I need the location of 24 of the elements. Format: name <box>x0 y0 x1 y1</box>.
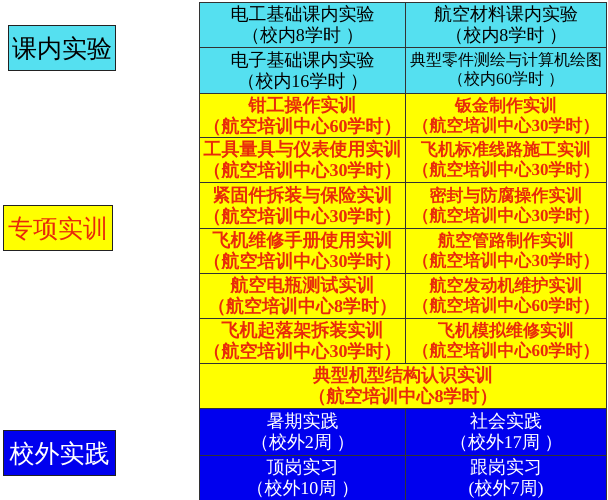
category-box: 课内实验 <box>8 25 116 71</box>
table-cell: 密封与防腐操作实训（航空培训中心30学时） <box>405 182 607 229</box>
table-cell: 航空发动机维护实训（航空培训中心60学时） <box>405 273 607 319</box>
table-cell: 飞机起落架拆装实训（航空培训中心30学时） <box>199 318 406 364</box>
table-cell: 工具量具与仪表使用实训（航空培训中心30学时） <box>199 137 406 183</box>
table-cell: 飞机标准线路施工实训（航空培训中心30学时） <box>405 137 607 183</box>
table-cell: 钳工操作实训（航空培训中心60学时） <box>199 93 406 138</box>
table-cell: 钣金制作实训（航空培训中心30学时） <box>405 93 607 138</box>
table-cell: 顶岗实习（校外10周 ） <box>199 455 406 500</box>
table-cell: 暑期实践（校外2周 ） <box>199 408 406 456</box>
table-cell: 航空电瓶测试实训（航空培训中心8学时） <box>199 273 406 319</box>
table-cell: 航空材料课内实验（校内8学时 ） <box>405 2 607 48</box>
table-cell: 紧固件拆装与保险实训（航空培训中心30学时） <box>199 182 406 229</box>
table-cell: 飞机维修手册使用实训（航空培训中心30学时） <box>199 228 406 274</box>
table-cell: 电工基础课内实验（校内8学时 ） <box>199 2 406 48</box>
table-cell: 典型零件测绘与计算机绘图（校内60学时 ） <box>405 47 607 94</box>
table-cell: 电子基础课内实验（校内16学时 ） <box>199 47 406 94</box>
table-cell: 飞机模拟维修实训（航空培训中心60学时） <box>405 318 607 364</box>
table-cell: 跟岗实习(校外7周) <box>405 455 607 500</box>
category-box: 专项实训 <box>3 205 113 251</box>
table-cell: 典型机型结构认识实训（航空培训中心8学时） <box>199 363 607 409</box>
table-cell: 航空管路制作实训（航空培训中心30学时） <box>405 228 607 274</box>
table-cell: 社会实践（校外17周 ） <box>405 408 607 456</box>
category-box: 校外实践 <box>3 430 116 476</box>
